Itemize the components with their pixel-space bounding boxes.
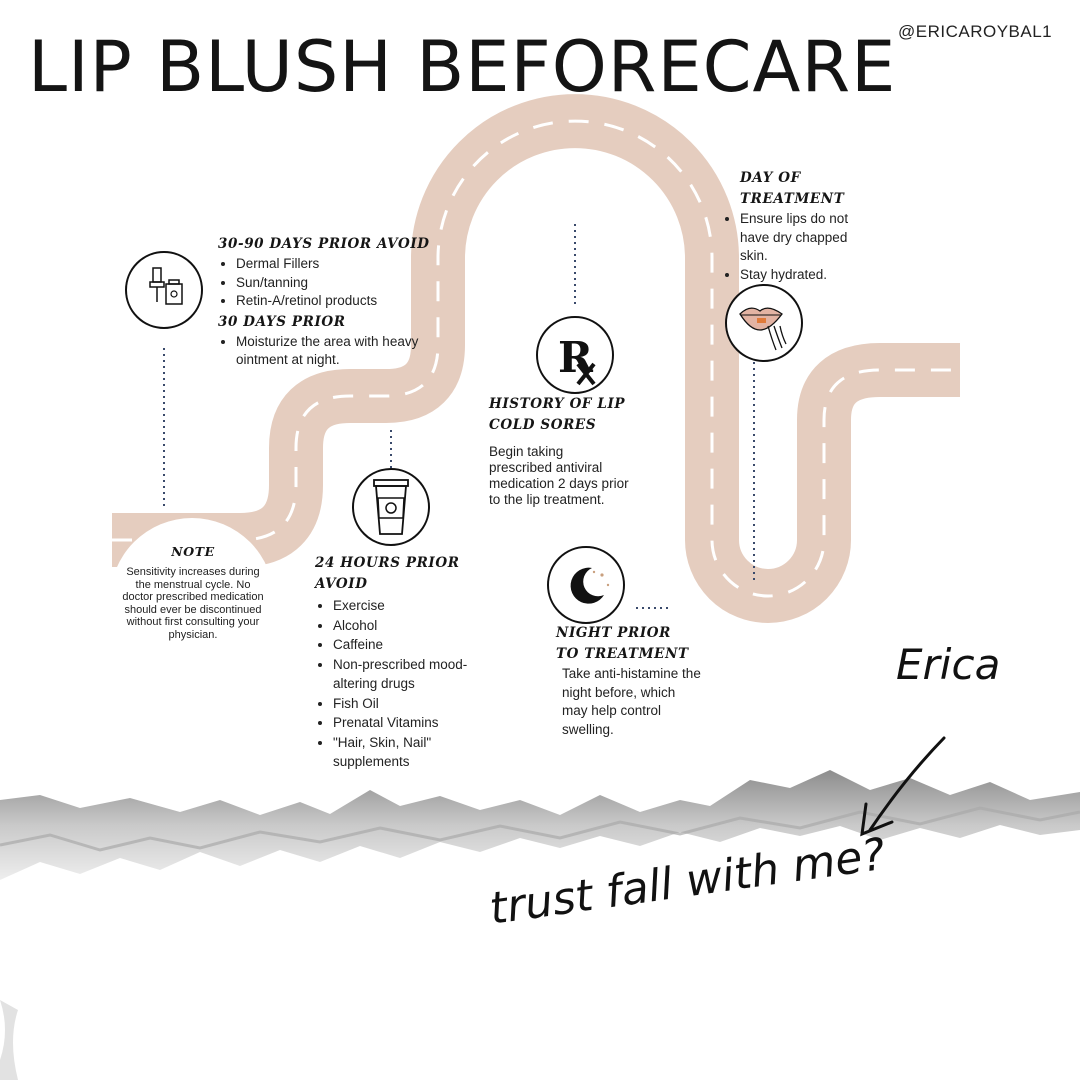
section-night-prior: NIGHT PRIOR TO TREATMENT Take anti-hista…: [556, 623, 706, 739]
list-item: Sun/tanning: [236, 274, 478, 293]
section-note: NOTE Sensitivity increases during the me…: [120, 541, 266, 642]
list-item: Non-prescribed mood-altering drugs: [333, 655, 495, 694]
section-heading: TO TREATMENT: [556, 646, 689, 662]
list-item: Retin-A/retinol products: [236, 292, 478, 311]
rx-icon: R: [536, 316, 614, 394]
arrow-icon: [860, 736, 946, 837]
section-heading: 30-90 DAYS PRIOR AVOID: [218, 236, 430, 252]
section-text: Begin taking prescribed antiviral medica…: [489, 444, 629, 507]
lips-icon: [725, 284, 803, 362]
section-heading: HISTORY OF LIP: [489, 396, 626, 412]
section-day-of: DAY OF TREATMENT Ensure lips do not have…: [722, 168, 872, 284]
section-heading: 24 HOURS PRIOR: [315, 555, 460, 571]
section-heading: AVOID: [315, 576, 368, 592]
list-item: Dermal Fillers: [236, 255, 478, 274]
signature: Erica: [896, 640, 1001, 689]
list-item: Alcohol: [333, 616, 495, 636]
section-heading: 30 DAYS PRIOR: [218, 313, 346, 330]
section-text: Take anti-histamine the night before, wh…: [562, 666, 701, 737]
section-heading: NIGHT PRIOR: [556, 625, 671, 641]
winding-road: [112, 94, 960, 623]
social-handle: @ERICAROYBAL1: [898, 22, 1053, 41]
list-item: Exercise: [333, 596, 495, 616]
section-heading: DAY OF: [740, 170, 801, 186]
section-cold-sores: HISTORY OF LIP COLD SORES Begin taking p…: [489, 394, 649, 508]
list-item: Ensure lips do not have dry chapped skin…: [740, 210, 872, 266]
section-heading: TREATMENT: [740, 191, 845, 207]
moon-stars-icon: [547, 546, 625, 624]
note-text: Sensitivity increases during the menstru…: [122, 566, 264, 641]
list-item: Moisturize the area with heavy ointment …: [236, 333, 432, 370]
list-item: Prenatal Vitamins: [333, 713, 495, 733]
coffee-cup-icon: [352, 468, 430, 546]
dropper-bottle-icon: [125, 251, 203, 329]
list-item: "Hair, Skin, Nail" supplements: [333, 733, 495, 772]
list-item: Stay hydrated.: [740, 266, 872, 285]
section-heading: COLD SORES: [489, 417, 597, 433]
section-30-90-days: 30-90 DAYS PRIOR AVOID Dermal Fillers Su…: [218, 234, 478, 370]
section-24-hours: 24 HOURS PRIOR AVOID Exercise Alcohol Ca…: [315, 553, 495, 772]
list-item: Fish Oil: [333, 694, 495, 714]
page-title: LIP BLUSH BEFORECARE: [28, 26, 897, 108]
list-item: Caffeine: [333, 635, 495, 655]
note-backdrop: [110, 518, 274, 640]
dotted-connectors: [163, 224, 755, 609]
torn-paper-texture: [0, 770, 1080, 1080]
note-heading: NOTE: [171, 544, 215, 559]
